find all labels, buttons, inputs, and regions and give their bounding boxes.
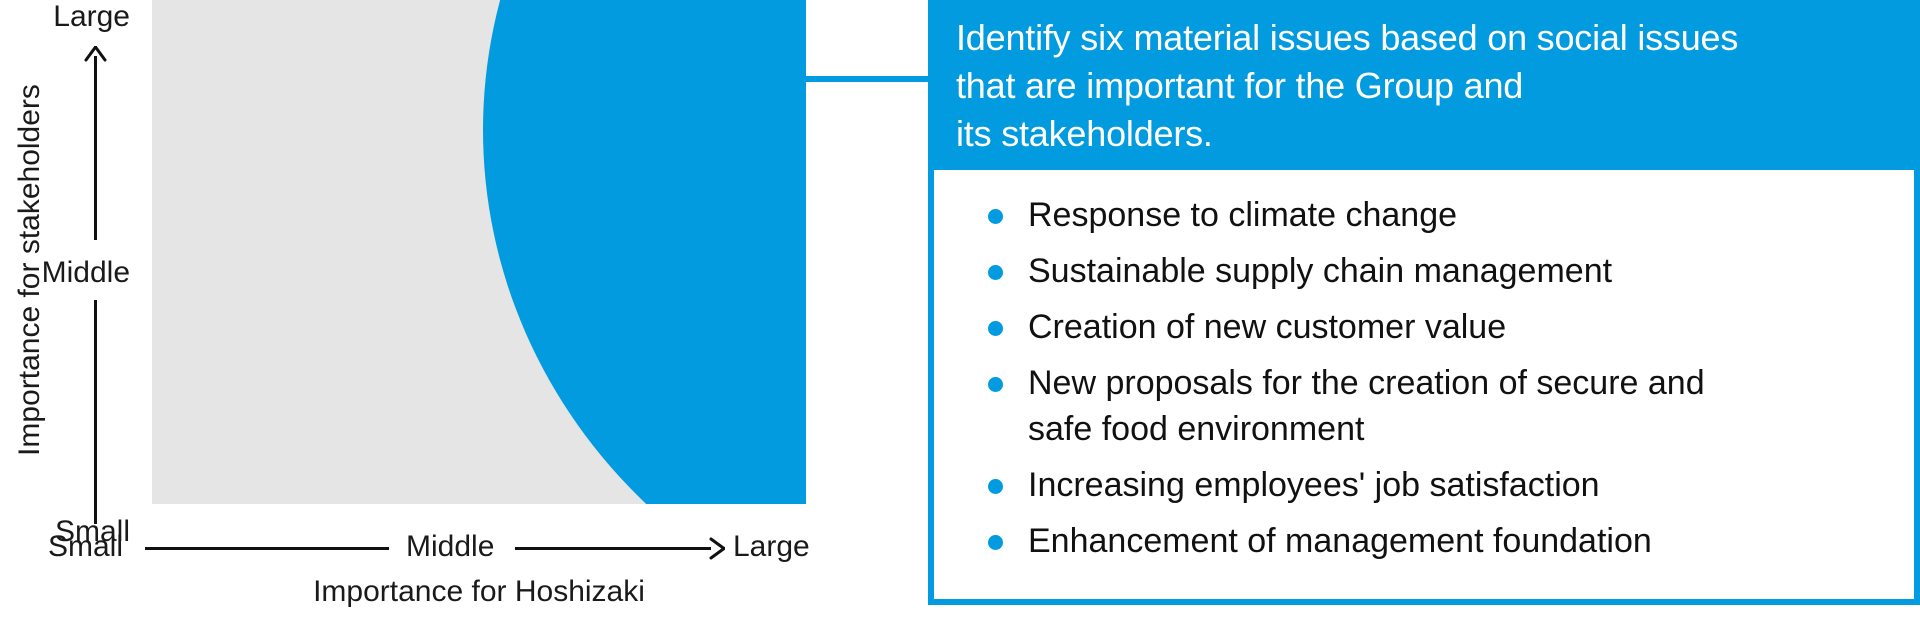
list-item: Response to climate change xyxy=(986,192,1894,238)
zone-to-panel-connector-line xyxy=(806,76,930,82)
bullet-icon xyxy=(988,479,1003,494)
list-item-label: Enhancement of management foundation xyxy=(1028,522,1652,560)
x-tick-large: Large xyxy=(733,530,810,563)
list-item-label: New proposals for the creation of secure… xyxy=(1028,364,1705,448)
materiality-matrix-chart: Importance for stakeholders Large Middle… xyxy=(0,0,930,619)
list-item-label: Creation of new customer value xyxy=(1028,308,1507,346)
list-item: Creation of new customer value xyxy=(986,304,1894,350)
x-axis-arrow-right-icon xyxy=(709,537,725,560)
list-item: Increasing employees' job satisfaction xyxy=(986,462,1894,508)
list-item-label: Increasing employees' job satisfaction xyxy=(1028,466,1600,504)
matrix-plot-field xyxy=(152,0,806,504)
list-item: Enhancement of management foundation xyxy=(986,518,1894,564)
panel-header: Identify six material issues based on so… xyxy=(928,0,1920,170)
y-tick-large: Large xyxy=(53,0,130,33)
x-tick-middle: Middle xyxy=(406,530,495,563)
panel-header-text: Identify six material issues based on so… xyxy=(956,17,1739,154)
panel-body: Response to climate change Sustainable s… xyxy=(928,170,1920,605)
y-axis-line-upper xyxy=(94,56,97,240)
list-item: New proposals for the creation of secure… xyxy=(986,360,1894,452)
x-axis-line-right xyxy=(515,547,711,550)
y-axis-line-lower xyxy=(94,300,97,524)
y-tick-middle: Middle xyxy=(41,256,130,289)
x-tick-small: Small xyxy=(48,530,124,563)
bullet-icon xyxy=(988,377,1003,392)
list-item-label: Sustainable supply chain management xyxy=(1028,252,1613,290)
x-axis-line-left xyxy=(145,547,389,550)
bullet-icon xyxy=(988,209,1003,224)
bullet-icon xyxy=(988,265,1003,280)
x-axis-title: Importance for Hoshizaki xyxy=(313,575,645,608)
material-issues-panel: Identify six material issues based on so… xyxy=(928,0,1920,605)
list-item: Sustainable supply chain management xyxy=(986,248,1894,294)
y-axis-arrow-up-icon xyxy=(84,46,107,62)
bullet-icon xyxy=(988,535,1003,550)
bullet-icon xyxy=(988,321,1003,336)
material-issues-zone xyxy=(483,0,806,504)
y-tick-small: Small xyxy=(54,515,130,548)
list-item-label: Response to climate change xyxy=(1028,196,1458,234)
material-issues-list: Response to climate change Sustainable s… xyxy=(986,192,1894,564)
